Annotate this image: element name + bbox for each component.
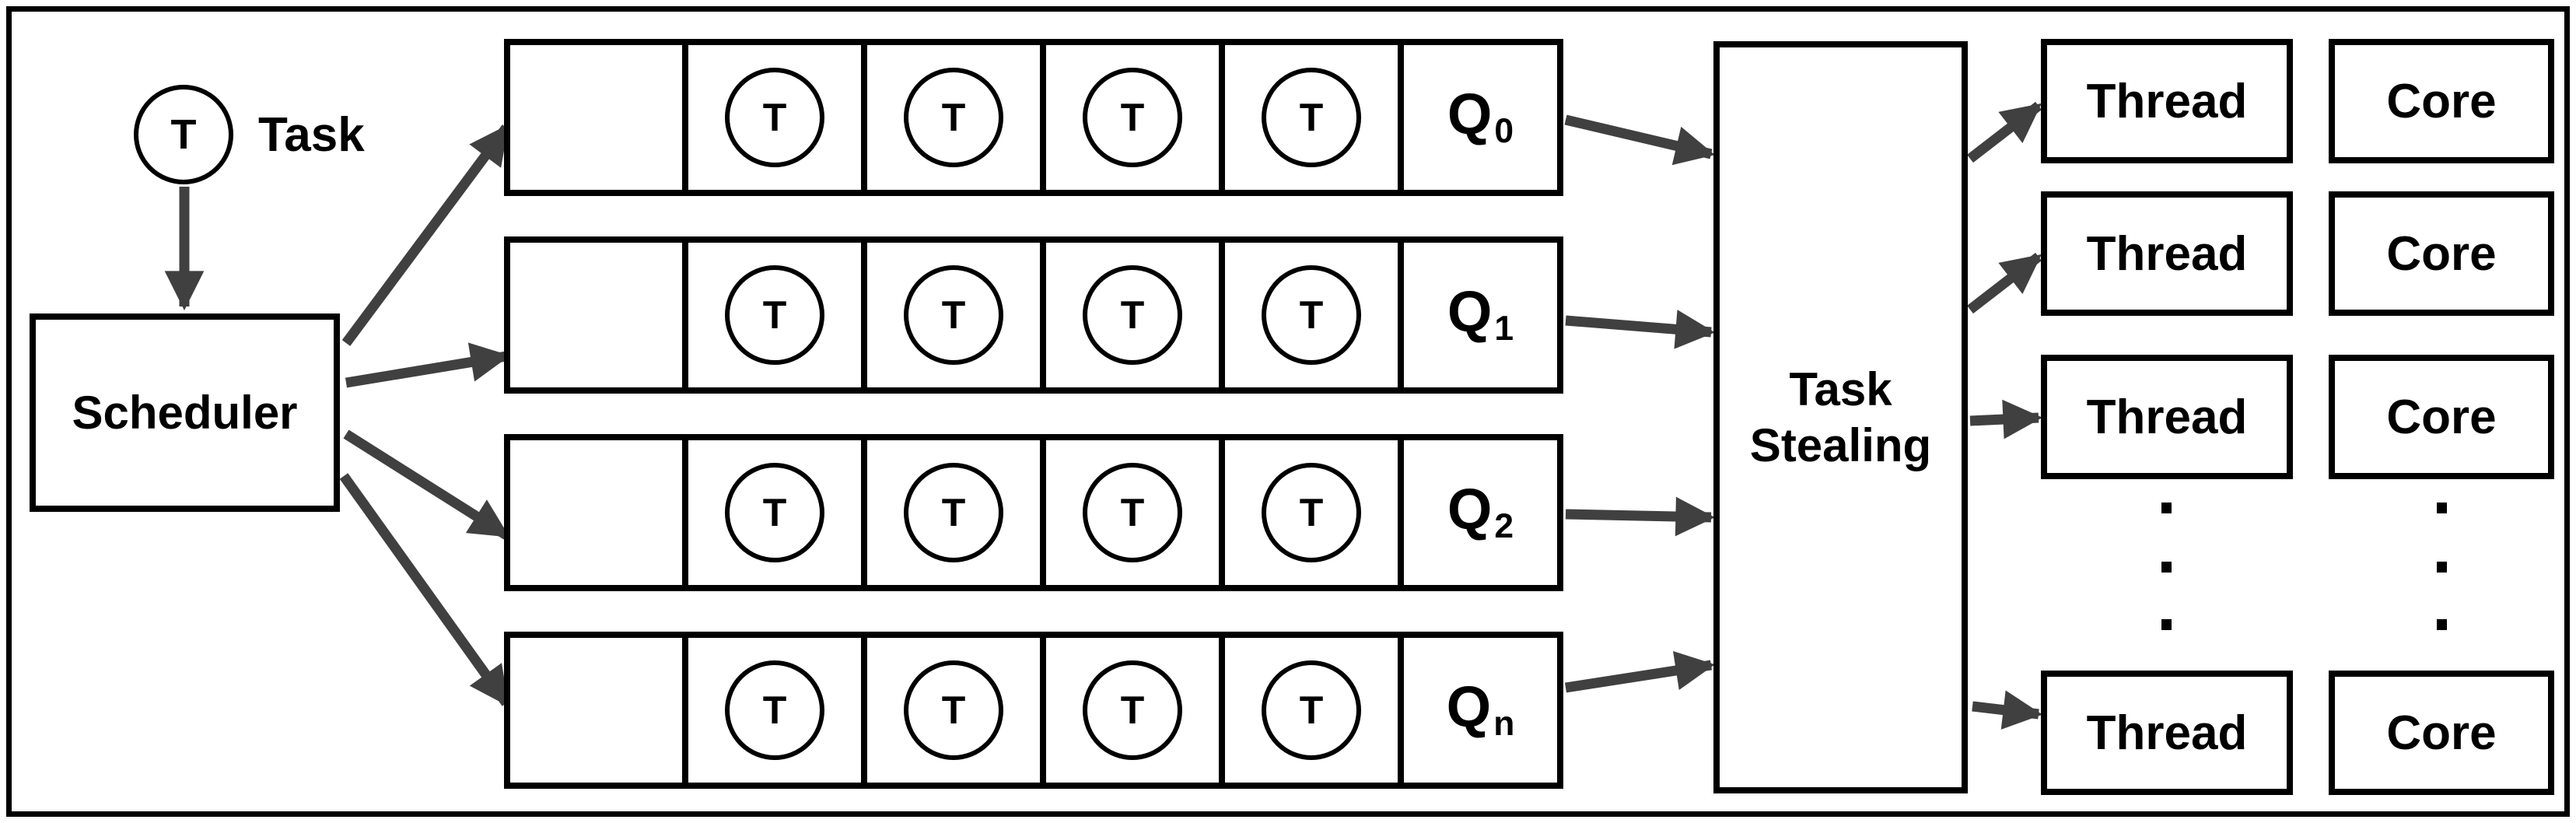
queue-slot: T: [682, 45, 861, 190]
queue-slot: T: [861, 45, 1040, 190]
task-letter: T: [1299, 293, 1324, 337]
queue-slot: T: [1219, 440, 1398, 585]
queue-label-subscript: 0: [1494, 112, 1514, 151]
queue-slot-empty: [510, 638, 682, 783]
task-letter: T: [762, 491, 787, 534]
task-stealing-box: Task Stealing: [1713, 41, 1968, 793]
queue-row-qn: T T T T Qn: [504, 632, 1563, 789]
task-circle: T: [1262, 660, 1361, 760]
task-circle: T: [1083, 463, 1182, 562]
queue-label-cell: Q0: [1398, 45, 1557, 190]
queue-label-cell: Q2: [1398, 440, 1557, 585]
queue-label-subscript: 2: [1494, 507, 1514, 546]
core-label: Core: [2386, 74, 2497, 128]
thread-label: Thread: [2086, 226, 2248, 281]
queue-row-q0: T T T T Q0: [504, 39, 1563, 196]
queue-slot: T: [861, 440, 1040, 585]
core-box-3: Core: [2329, 671, 2554, 795]
task-letter: T: [1120, 491, 1145, 534]
thread-box-0: Thread: [2041, 39, 2293, 163]
thread-label: Thread: [2086, 390, 2248, 444]
task-legend-circle: T: [134, 85, 233, 184]
task-circle: T: [1083, 660, 1182, 760]
core-label: Core: [2386, 226, 2497, 281]
task-letter: T: [762, 688, 787, 732]
task-letter: T: [762, 293, 787, 337]
queue-label-cell: Qn: [1398, 638, 1557, 783]
task-legend-label: Task: [258, 107, 365, 162]
core-box-2: Core: [2329, 355, 2554, 479]
core-box-0: Core: [2329, 39, 2554, 163]
scheduler-box: Scheduler: [30, 313, 340, 512]
task-circle: T: [904, 68, 1003, 167]
queue-slot-empty: [510, 440, 682, 585]
scheduler-label: Scheduler: [72, 387, 298, 439]
task-letter: T: [941, 293, 966, 337]
queue-slot: T: [682, 243, 861, 387]
ellipsis-dot: [2437, 503, 2447, 513]
task-circle: T: [725, 265, 824, 365]
queue-slot: T: [1040, 638, 1219, 783]
core-label: Core: [2386, 390, 2497, 444]
ellipsis-dot: [2161, 562, 2172, 573]
queue-slot: T: [1040, 45, 1219, 190]
core-label: Core: [2386, 706, 2497, 760]
queue-slot: T: [1040, 440, 1219, 585]
queue-label: Qn: [1446, 674, 1515, 744]
task-circle: T: [1262, 265, 1361, 365]
task-circle: T: [904, 463, 1003, 562]
queue-slot: T: [1219, 638, 1398, 783]
task-circle: T: [904, 660, 1003, 760]
task-circle: T: [1262, 463, 1361, 562]
task-stealing-label: Task Stealing: [1749, 362, 1932, 471]
thread-label: Thread: [2086, 706, 2248, 760]
task-circle: T: [1262, 68, 1361, 167]
queue-label: Q2: [1447, 477, 1514, 546]
task-circle: T: [725, 463, 824, 562]
task-letter: T: [1299, 96, 1324, 139]
task-letter: T: [170, 111, 197, 158]
queue-slot: T: [682, 638, 861, 783]
queue-slot-empty: [510, 243, 682, 387]
task-circle: T: [904, 265, 1003, 365]
thread-label: Thread: [2086, 74, 2248, 128]
task-circle: T: [725, 660, 824, 760]
task-letter: T: [1120, 96, 1145, 139]
queue-slot: T: [861, 243, 1040, 387]
outer-frame: [6, 6, 2570, 817]
thread-box-2: Thread: [2041, 355, 2293, 479]
queue-label: Q0: [1447, 82, 1514, 151]
queue-row-q1: T T T T Q1: [504, 236, 1563, 394]
task-letter: T: [941, 491, 966, 534]
queue-label-subscript: n: [1493, 705, 1515, 744]
task-letter: T: [941, 688, 966, 732]
task-circle: T: [1083, 265, 1182, 365]
queue-label: Q1: [1447, 279, 1514, 348]
queue-slot: T: [682, 440, 861, 585]
thread-box-3: Thread: [2041, 671, 2293, 795]
task-circle: T: [725, 68, 824, 167]
queue-slot: T: [1219, 45, 1398, 190]
queue-slot-empty: [510, 45, 682, 190]
ellipsis-dot: [2161, 619, 2172, 630]
queue-slot: T: [861, 638, 1040, 783]
task-letter: T: [1120, 293, 1145, 337]
task-letter: T: [1299, 491, 1324, 534]
ellipsis-dot: [2437, 619, 2447, 630]
task-circle: T: [1083, 68, 1182, 167]
queue-row-q2: T T T T Q2: [504, 434, 1563, 591]
thread-box-1: Thread: [2041, 191, 2293, 316]
task-letter: T: [762, 96, 787, 139]
core-box-1: Core: [2329, 191, 2554, 316]
task-letter: T: [941, 96, 966, 139]
task-letter: T: [1299, 688, 1324, 732]
queue-label-cell: Q1: [1398, 243, 1557, 387]
queue-label-subscript: 1: [1494, 310, 1514, 348]
ellipsis-dot: [2437, 562, 2447, 573]
queue-slot: T: [1219, 243, 1398, 387]
queue-slot: T: [1040, 243, 1219, 387]
task-letter: T: [1120, 688, 1145, 732]
ellipsis-dot: [2161, 503, 2172, 513]
